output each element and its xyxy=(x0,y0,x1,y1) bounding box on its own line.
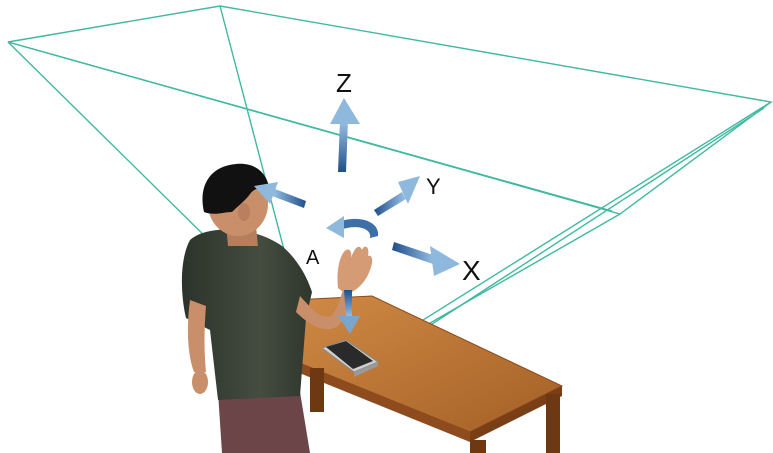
rotation-a-arrow xyxy=(326,216,378,238)
person-right-hand xyxy=(337,247,372,294)
y-axis-label: Y xyxy=(426,174,441,199)
person-left-hand xyxy=(192,370,208,394)
x-axis-arrow xyxy=(392,242,460,276)
z-axis-arrow xyxy=(330,98,360,172)
person-ear xyxy=(238,203,250,221)
y-axis-arrow xyxy=(374,176,420,216)
table-leg xyxy=(546,394,560,453)
z-axis-label: Z xyxy=(336,68,352,98)
frustum-edge xyxy=(380,108,764,358)
frustum-edge xyxy=(8,42,612,211)
table-leg xyxy=(310,368,324,412)
frustum-edge xyxy=(372,102,771,352)
person-pants xyxy=(218,392,310,453)
frustum-top-face xyxy=(8,6,771,214)
x-axis-label: X xyxy=(462,255,481,286)
table-leg xyxy=(470,440,486,453)
a-axis-label: A xyxy=(306,247,320,269)
person xyxy=(182,164,372,453)
person-left-arm xyxy=(188,300,206,372)
